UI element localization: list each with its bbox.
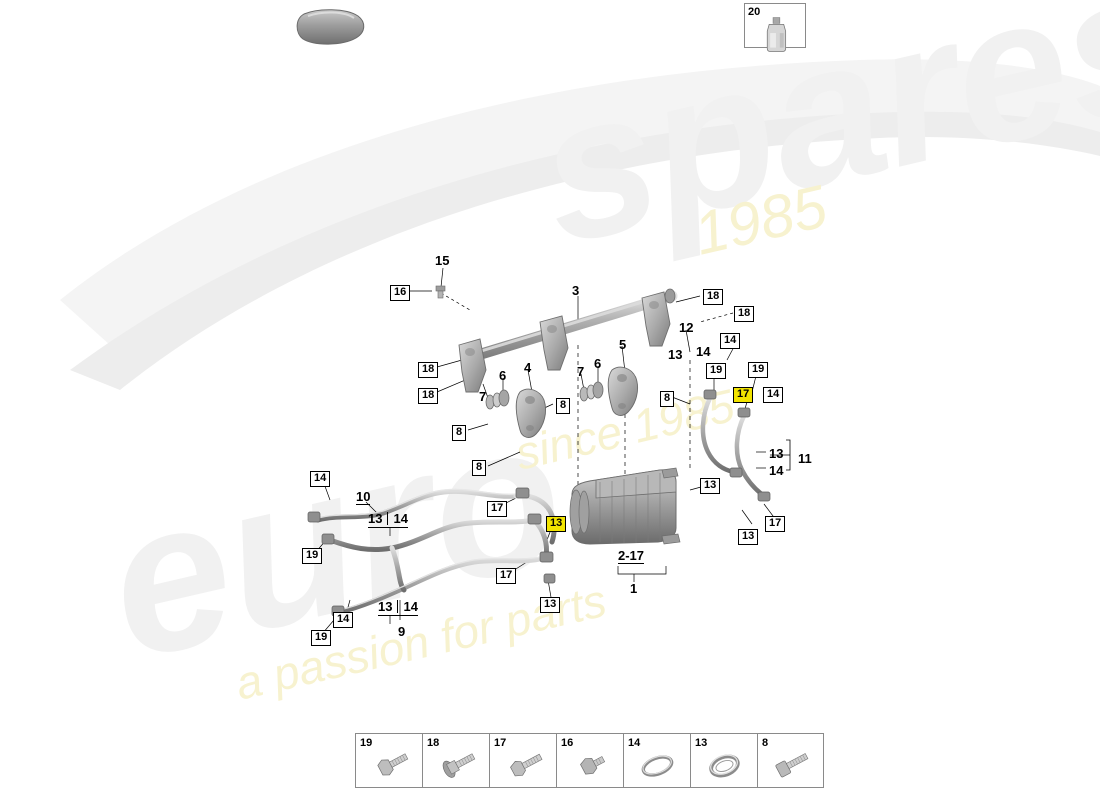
callout-13-b: 13 <box>769 446 784 461</box>
callout-14-upper-value: 14 <box>393 511 408 526</box>
callout-8-b: 8 <box>660 391 675 407</box>
callout-5: 5 <box>619 337 627 352</box>
short-bolt-icon <box>580 756 606 775</box>
flange-bolt-icon <box>442 753 476 778</box>
callout-13-f: 13 <box>540 597 561 613</box>
legend-item-18: 18 <box>422 733 489 788</box>
callout-4: 4 <box>524 360 532 375</box>
legend-number-14: 14 <box>628 737 641 749</box>
callout-divider <box>387 512 389 525</box>
callout-19-b: 19 <box>748 362 769 378</box>
callout-1: 1 <box>630 581 638 596</box>
callout-13-14-upper: 13 14 <box>368 512 408 528</box>
callout-13-14-lower: 13 14 <box>378 600 418 616</box>
callout-13-lower-value: 13 <box>378 599 393 614</box>
o-ring-icon <box>641 755 674 777</box>
legend-number-17: 17 <box>494 737 507 749</box>
legend-number-18: 18 <box>427 737 440 749</box>
callout-14-f: 14 <box>333 612 354 628</box>
callout-13-d: 13 <box>546 516 567 532</box>
callout-18-c: 18 <box>418 362 439 378</box>
callout-18-b: 18 <box>734 306 755 322</box>
legend-item-13: 13 <box>690 733 757 788</box>
legend-item-17: 17 <box>489 733 556 788</box>
callout-11: 11 <box>798 451 812 466</box>
legend-number-19: 19 <box>360 737 373 749</box>
callout-16: 16 <box>390 285 411 301</box>
callout-17-d: 17 <box>496 568 517 584</box>
seal-ring-icon <box>709 754 740 778</box>
callout-10: 10 <box>356 489 371 505</box>
callout-17-a: 17 <box>733 387 754 403</box>
callout-8-d: 8 <box>472 460 487 476</box>
callout-13-upper-value: 13 <box>368 511 383 526</box>
callout-13-e: 13 <box>738 529 759 545</box>
callout-13-c: 13 <box>700 478 721 494</box>
callout-7-b: 7 <box>479 389 487 404</box>
legend-item-14: 14 <box>623 733 690 788</box>
callout-14-b: 14 <box>696 344 711 359</box>
callout-19-d: 19 <box>311 630 332 646</box>
callout-14-a: 14 <box>720 333 741 349</box>
callout-8-c: 8 <box>452 425 467 441</box>
callout-8-a: 8 <box>556 398 571 414</box>
legend-item-19: 19 <box>355 733 422 788</box>
callout-13-a: 13 <box>668 347 683 362</box>
gasket-seal-part <box>296 9 365 45</box>
callout-14-c: 14 <box>763 387 784 403</box>
legend-item-8: 8 <box>757 733 824 788</box>
callout-7-a: 7 <box>577 364 585 379</box>
callout-19-c: 19 <box>302 548 323 564</box>
parts-legend-strip: 19 18 <box>355 733 824 788</box>
legend-number-8: 8 <box>762 737 769 749</box>
callout-6-a: 6 <box>594 356 602 371</box>
callout-12: 12 <box>679 320 694 335</box>
callout-17-b: 17 <box>487 501 508 517</box>
legend-number-13: 13 <box>695 737 708 749</box>
callout-14-e: 14 <box>310 471 331 487</box>
callout-15: 15 <box>435 253 450 268</box>
oil-box-number: 20 <box>748 6 761 18</box>
callout-14-d: 14 <box>769 463 784 478</box>
callout-9: 9 <box>398 624 406 639</box>
callout-19-a: 19 <box>706 363 727 379</box>
callout-2-17: 2-17 <box>618 548 645 564</box>
hex-bolt-icon <box>377 753 409 776</box>
socket-bolt-icon <box>775 753 809 778</box>
oil-bottle-box: 20 <box>744 3 806 52</box>
callout-14-lower-value: 14 <box>403 599 418 614</box>
callout-3: 3 <box>572 283 580 298</box>
callout-6-b: 6 <box>499 368 507 383</box>
callout-17-c: 17 <box>765 516 786 532</box>
legend-item-16: 16 <box>556 733 623 788</box>
legend-number-16: 16 <box>561 737 574 749</box>
oil-bottle-icon <box>766 17 787 52</box>
callout-18-a: 18 <box>703 289 724 305</box>
stud-bolt-icon <box>510 753 543 777</box>
callout-18-d: 18 <box>418 388 439 404</box>
callout-divider-lower <box>397 600 399 613</box>
